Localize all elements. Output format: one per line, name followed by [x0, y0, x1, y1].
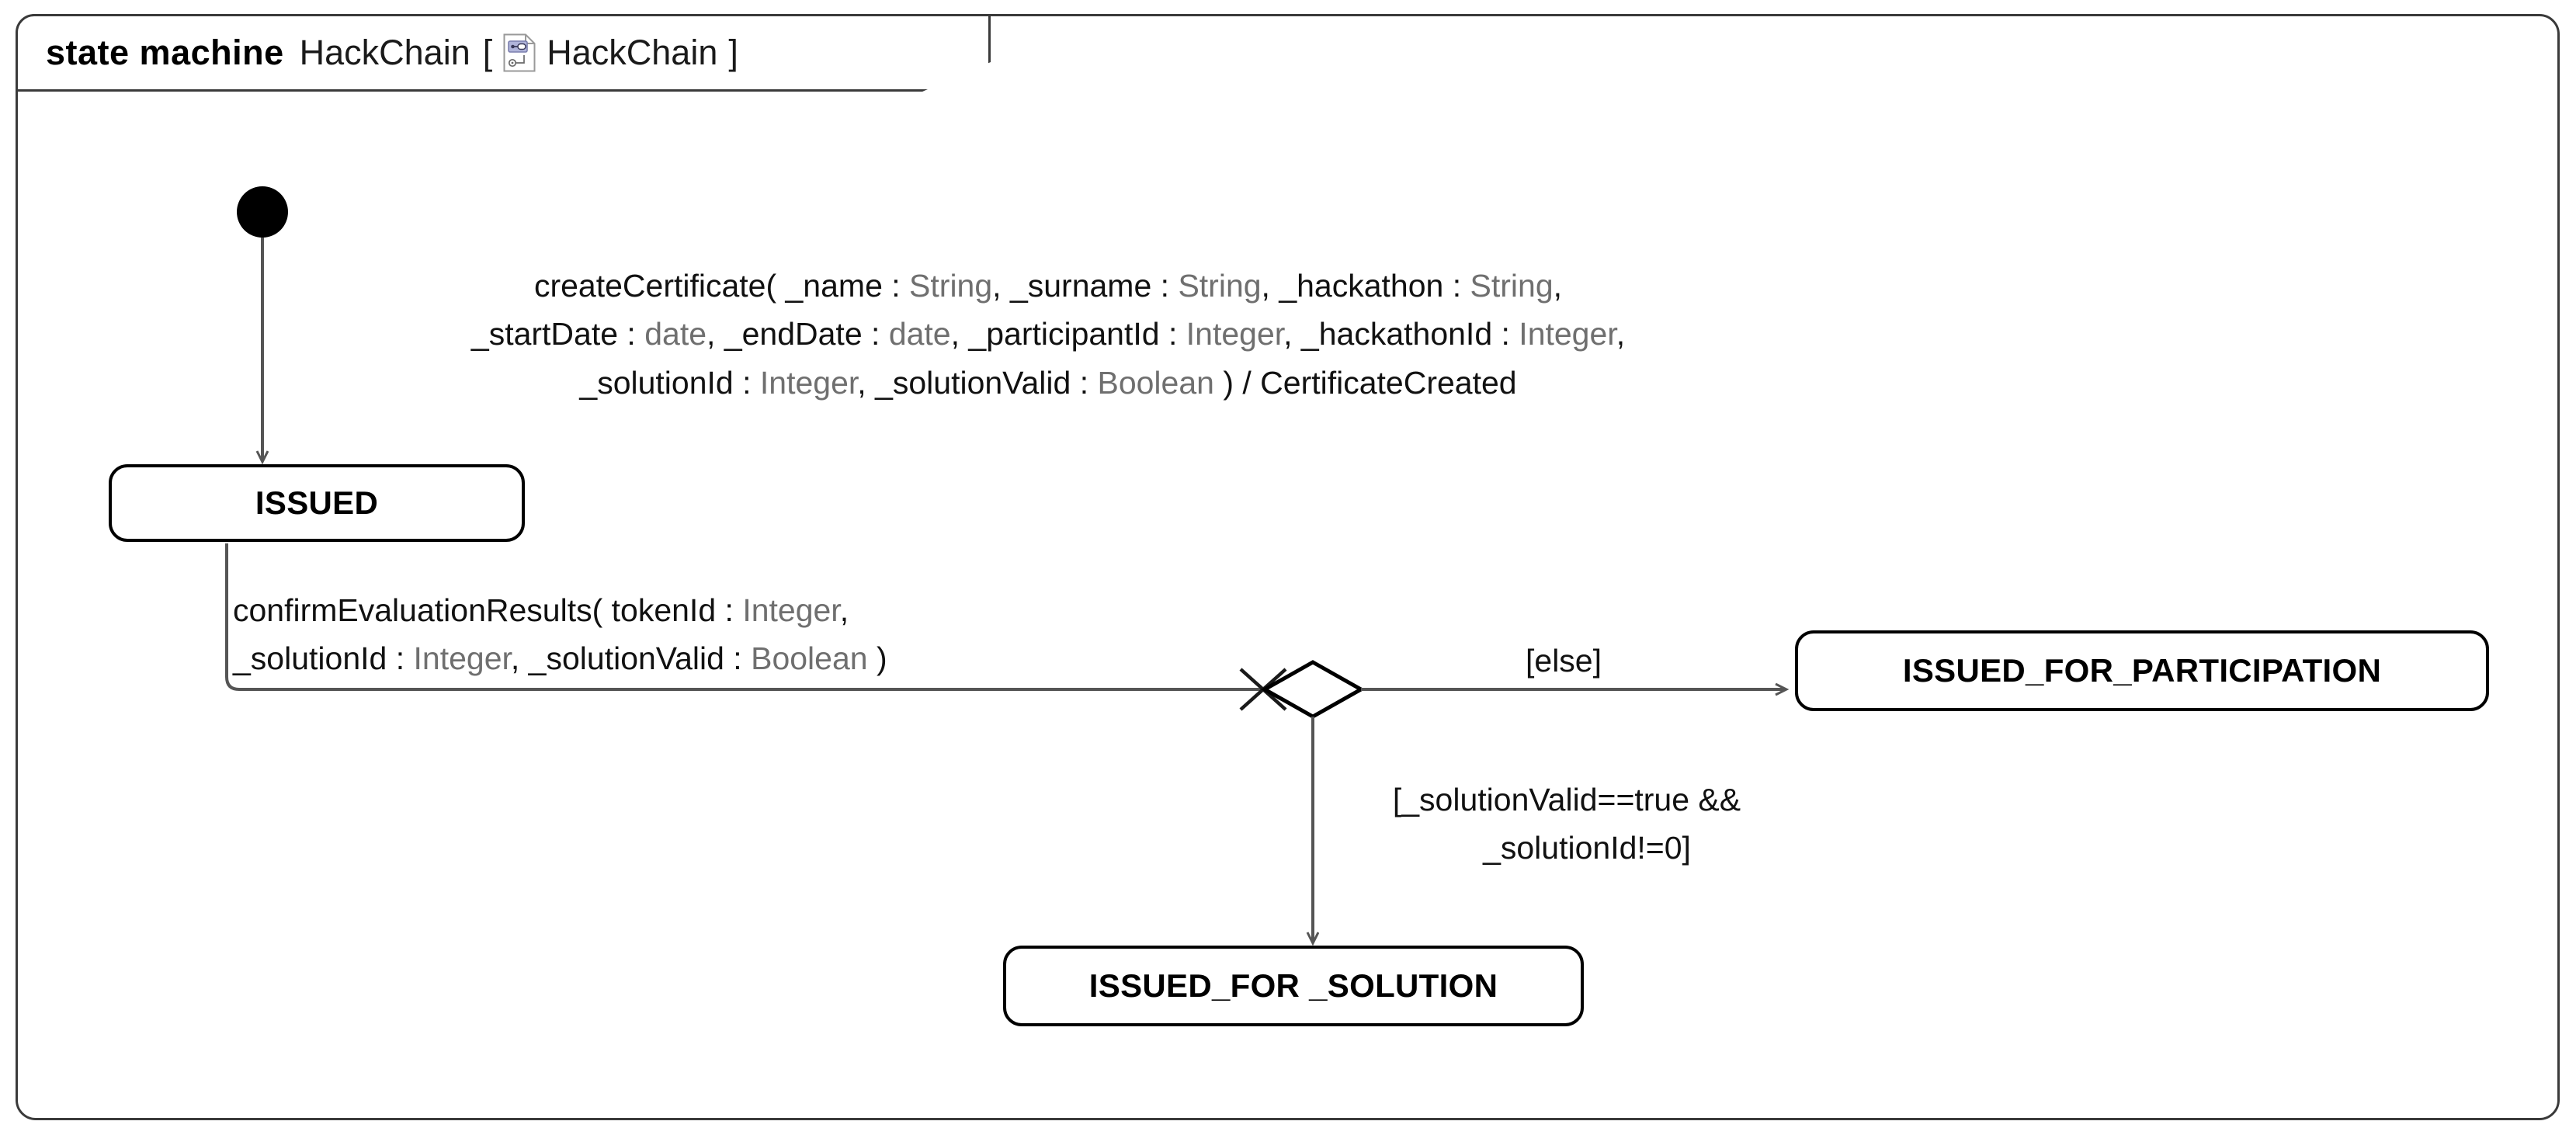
frame-name: HackChain — [299, 33, 470, 72]
guard-line-1: [_solutionValid==true && — [1392, 782, 1741, 817]
transition-label-confirm-evaluation-results: confirmEvaluationResults( tokenId : Inte… — [233, 586, 887, 683]
label-line-2: _startDate : date, _endDate : date, _par… — [470, 316, 1626, 352]
label-line-2: _solutionId : Integer, _solutionValid : … — [233, 640, 887, 677]
frame-reference: HackChain — [547, 33, 718, 72]
state-issued-label: ISSUED — [255, 484, 379, 521]
label-line-3: _solutionId : Integer, _solutionValid : … — [579, 364, 1517, 401]
guard-line-2: _solutionId!=0] — [1483, 829, 1691, 866]
state-issued[interactable]: ISSUED — [109, 464, 525, 542]
label-line-1: confirmEvaluationResults( tokenId : Inte… — [233, 592, 849, 628]
initial-pseudostate — [237, 186, 288, 238]
frame-bracket-open: [ — [482, 33, 493, 72]
state-issued-for-participation-label: ISSUED_FOR_PARTICIPATION — [1902, 652, 2382, 689]
transition-guard-else: [else] — [1526, 643, 1602, 679]
transition-guard-solution-valid: [_solutionValid==true && _solutionId!=0] — [1311, 776, 1823, 872]
state-issued-for-solution[interactable]: ISSUED_FOR _SOLUTION — [1003, 946, 1584, 1026]
frame-keyword: state machine — [46, 33, 284, 72]
frame-bracket-close: ] — [728, 33, 738, 72]
state-machine-document-icon — [503, 33, 536, 72]
state-issued-for-participation[interactable]: ISSUED_FOR_PARTICIPATION — [1795, 630, 2489, 711]
diagram-name-tab: state machine HackChain [ HackChain ] — [16, 14, 991, 92]
transition-label-create-certificate: createCertificate( _name : String, _surn… — [279, 262, 1817, 407]
state-issued-for-solution-label: ISSUED_FOR _SOLUTION — [1088, 967, 1498, 1004]
label-line-1: createCertificate( _name : String, _surn… — [533, 268, 1563, 304]
